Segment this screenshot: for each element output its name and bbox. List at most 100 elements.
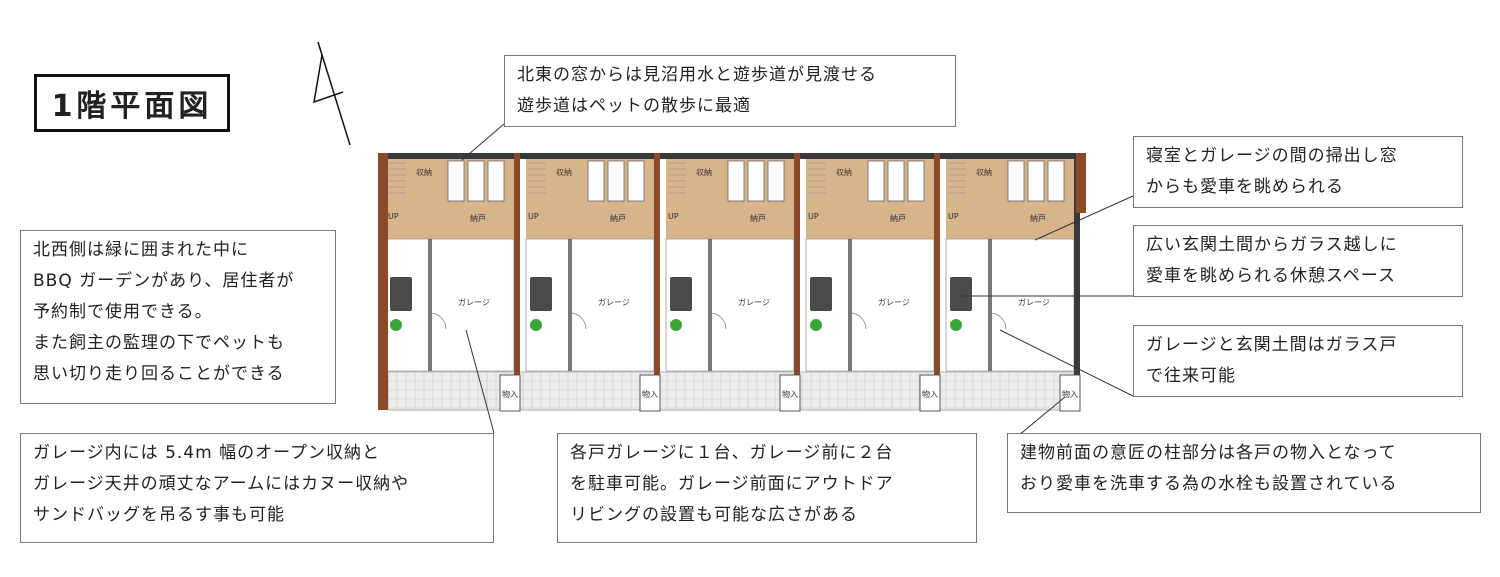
callout-pillar: 建物前面の意匠の柱部分は各戸の物入となって おり愛車を洗車する為の水栓も設置され… [1007, 433, 1481, 513]
north-wall [662, 153, 802, 159]
callout-parking: 各戸ガレージに１台、ガレージ前に２台 を駐車可能。ガレージ前面にアウトドア リビ… [557, 433, 977, 543]
storage-label: 収納 [696, 167, 712, 177]
party-wall [514, 153, 520, 378]
shed-label: 物入 [502, 389, 518, 399]
storage-shelf [767, 160, 785, 202]
door-swing [989, 312, 1007, 330]
storage-shelf [887, 160, 905, 202]
callout-northwest: 北西側は緑に囲まれた中に BBQ ガーデンがあり、居住者が 予約制で使用できる。… [20, 230, 336, 404]
callout-garage-storage: ガレージ内には 5.4m 幅のオープン収納と ガレージ天井の頑丈なアームにはカヌ… [20, 433, 494, 543]
callout-glassdoor: ガレージと玄関土間はガラス戸 で往来可能 [1133, 325, 1463, 397]
storage-shelf [587, 160, 605, 202]
storage-shelf [487, 160, 505, 202]
callout-line: 寝室とガレージの間の掃出し窓 [1146, 146, 1398, 166]
storage-label: 収納 [416, 167, 432, 177]
stair-up-label: UP [528, 212, 539, 221]
closet-label: 納戸 [890, 213, 906, 223]
callout-line: 予約制で使用できる。 [33, 302, 213, 322]
storage-shelf [1007, 160, 1025, 202]
storage-label: 収納 [836, 167, 852, 177]
floor-plan-title: 1階平面図 [34, 74, 230, 132]
north-wall [942, 153, 1082, 159]
callout-line: おり愛車を洗車する為の水栓も設置されている [1020, 474, 1398, 494]
north-wall [522, 153, 662, 159]
sofa [530, 277, 552, 311]
shed-label: 物入 [1062, 389, 1078, 399]
garage-partition [988, 239, 992, 371]
door-swing [849, 312, 867, 330]
storage-shelf [1027, 160, 1045, 202]
garage-partition [708, 239, 712, 371]
storage-shelf [627, 160, 645, 202]
garage-label: ガレージ [458, 297, 490, 307]
storage-label: 収納 [556, 167, 572, 177]
callout-line: 北西側は緑に囲まれた中に [33, 240, 249, 260]
closet-label: 納戸 [610, 213, 626, 223]
pillar-storage [1059, 374, 1081, 412]
callout-line: また飼主の監理の下でペットも [33, 333, 285, 353]
stair-up-label: UP [808, 212, 819, 221]
callout-entrance: 広い玄関土間からガラス越しに 愛車を眺められる休憩スペース [1133, 225, 1463, 297]
storage-shelf [467, 160, 485, 202]
garage-label: ガレージ [878, 297, 910, 307]
garage-floor [849, 238, 935, 372]
stair-up-label: UP [388, 212, 399, 221]
shed-label: 物入 [922, 389, 938, 399]
callout-line: ガレージと玄関土間はガラス戸 [1146, 335, 1398, 355]
storage-shelf [447, 160, 465, 202]
closet-label: 納戸 [470, 213, 486, 223]
door-swing [429, 312, 447, 330]
leader-line-bedroom [1034, 195, 1134, 241]
sofa [670, 277, 692, 311]
callout-line: リビングの設置も可能な広さがある [570, 505, 858, 525]
west-wall [378, 153, 388, 410]
storage-shelf [607, 160, 625, 202]
callout-line: ガレージ内には 5.4m 幅のオープン収納と [33, 443, 381, 463]
garage-floor [429, 238, 515, 372]
party-wall [654, 153, 660, 378]
garage-partition [428, 239, 432, 371]
callout-line: 北東の窓からは見沼用水と遊歩道が見渡せる [517, 65, 877, 85]
door-swing [569, 312, 587, 330]
plant [390, 319, 402, 331]
callout-northeast: 北東の窓からは見沼用水と遊歩道が見渡せる 遊歩道はペットの散歩に最適 [504, 55, 956, 127]
callout-line: 愛車を眺められる休憩スペース [1146, 266, 1396, 286]
callout-line: サンドバッグを吊るす事も可能 [33, 505, 285, 525]
garage-label: ガレージ [738, 297, 770, 307]
callout-bedroom: 寝室とガレージの間の掃出し窓 からも愛車を眺められる [1133, 136, 1463, 208]
callout-line: BBQ ガーデンがあり、居住者が [33, 271, 295, 291]
callout-line: 思い切り走り回ることができる [33, 364, 285, 384]
shed-label: 物入 [642, 389, 658, 399]
garage-partition [568, 239, 572, 371]
pillar-storage [919, 374, 941, 412]
callout-line: 広い玄関土間からガラス越しに [1146, 235, 1398, 255]
units-layer: 収納納戸UPガレージ物入収納納戸UPガレージ物入収納納戸UPガレージ物入収納納戸… [378, 153, 1086, 412]
callout-line: 各戸ガレージに１台、ガレージ前に２台 [570, 443, 894, 463]
callout-line: ガレージ天井の頑丈なアームにはカヌー収納や [33, 474, 410, 494]
sofa [390, 277, 412, 311]
pillar-storage [499, 374, 521, 412]
garage-partition [848, 239, 852, 371]
door-swing [709, 312, 727, 330]
storage-shelf [907, 160, 925, 202]
callout-line: からも愛車を眺められる [1146, 177, 1344, 197]
storage-shelf [747, 160, 765, 202]
garage-label: ガレージ [598, 297, 630, 307]
shed-label: 物入 [782, 389, 798, 399]
pillar-storage [639, 374, 661, 412]
callout-line: で往来可能 [1146, 366, 1236, 386]
storage-shelf [867, 160, 885, 202]
callout-line: 建物前面の意匠の柱部分は各戸の物入となって [1020, 443, 1397, 463]
callout-line: を駐車可能。ガレージ前面にアウトドア [570, 474, 894, 494]
storage-shelf [727, 160, 745, 202]
garage-label: ガレージ [1018, 297, 1050, 307]
party-wall [794, 153, 800, 378]
callout-line: 遊歩道はペットの散歩に最適 [517, 96, 751, 116]
pillar-storage [779, 374, 801, 412]
stair-up-label: UP [668, 212, 679, 221]
